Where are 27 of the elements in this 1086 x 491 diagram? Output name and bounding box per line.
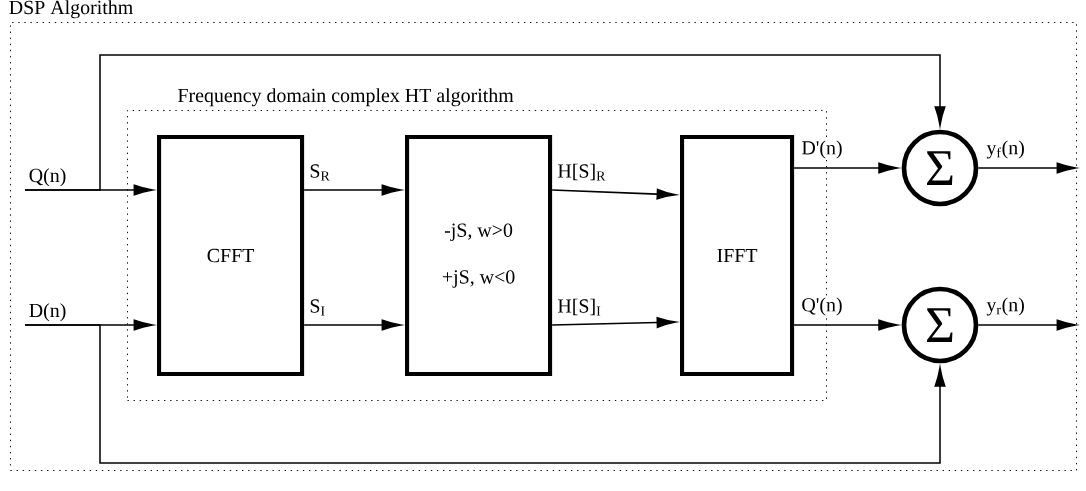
arrow — [551, 188, 677, 200]
summing-junction: Σ — [901, 129, 979, 207]
edge-label: y$_{r}$(n) — [985, 296, 1026, 317]
edge-label: H[S]$_{I}$ — [556, 297, 603, 317]
arrow — [551, 317, 677, 329]
edge-label: H[S]$_{R}$ — [556, 162, 608, 182]
signal-name: D(n) — [29, 303, 66, 322]
arrow — [977, 319, 1077, 331]
arrow — [24, 54, 946, 191]
arrow — [977, 162, 1077, 174]
process-block: IFFT — [680, 135, 795, 377]
arrow — [793, 162, 898, 174]
process-block: -jS, w>0 +jS, w<0 — [405, 135, 553, 377]
arrow — [303, 319, 402, 331]
node-label: DSP Algorithm — [9, 0, 133, 19]
edge-label: S$_{R}$ — [308, 163, 332, 182]
edge-label: y$_{f}$(n) — [985, 139, 1026, 160]
edge-label: S$_{I}$ — [308, 298, 327, 317]
process-block: CFFT — [157, 135, 305, 377]
edge-label: Q'(n) — [800, 296, 844, 317]
arrow — [303, 184, 402, 196]
edge-label: D'(n) — [800, 139, 844, 160]
arrow — [793, 319, 898, 331]
summing-junction: Σ — [901, 286, 979, 364]
arrow — [24, 324, 946, 464]
signal-name: Q(n) — [29, 168, 66, 187]
node-label: Frequency domain complex HT algorithm — [177, 88, 514, 107]
